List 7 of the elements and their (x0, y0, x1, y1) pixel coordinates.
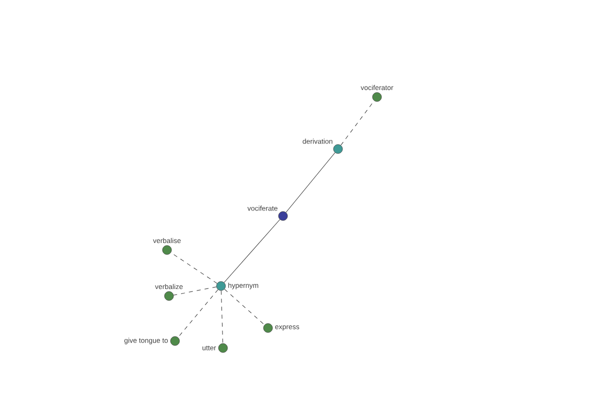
connector-line (286, 152, 336, 213)
connector-line (220, 290, 224, 344)
connector-line (224, 219, 280, 283)
connector-line (224, 288, 265, 326)
connector-line (340, 100, 374, 146)
connector-line (178, 289, 218, 338)
connector-line (173, 286, 217, 296)
